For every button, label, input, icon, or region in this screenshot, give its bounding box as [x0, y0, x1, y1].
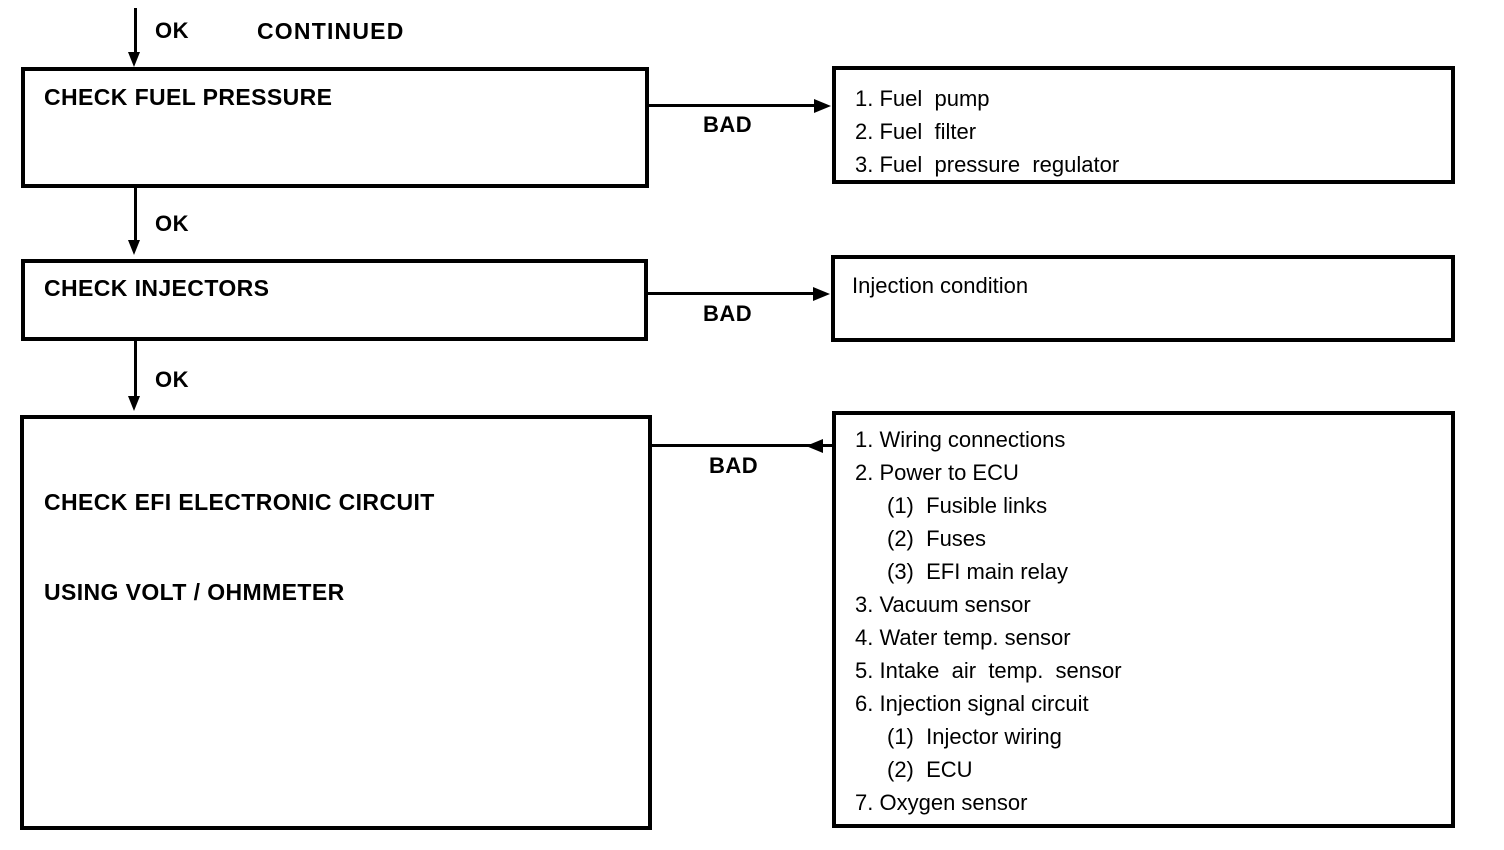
bad-edge-label-1: BAD: [703, 112, 753, 137]
list-item-label: Fuses: [926, 526, 987, 551]
list-item-number: 6.: [855, 691, 874, 716]
list-item: 1. Fuel pump: [855, 82, 1119, 115]
list-item-label: Fuel filter: [879, 119, 977, 144]
list-item-number: 7.: [855, 790, 874, 815]
ok-arrowhead-icon-2: [128, 396, 140, 411]
step-title-check-injectors: CHECK INJECTORS: [44, 275, 270, 301]
step-title-check-efi-electronic-circuit: CHECK EFI ELECTRONIC CIRCUIT USING VOLT …: [44, 427, 435, 667]
cause-list-check-efi-electronic-circuit: 1. Wiring connections 2. Power to ECU (1…: [855, 423, 1122, 819]
list-item: Injection condition: [852, 269, 1028, 302]
list-item: (1) Fusible links: [855, 489, 1122, 522]
list-item-label: Injection signal circuit: [879, 691, 1089, 716]
list-item: 2. Power to ECU: [855, 456, 1122, 489]
list-item: 2. Fuel filter: [855, 115, 1119, 148]
list-item: (2) Fuses: [855, 522, 1122, 555]
list-item: 4. Water temp. sensor: [855, 621, 1122, 654]
list-item-number: 4.: [855, 625, 874, 650]
bad-connector-line-1: [649, 104, 819, 107]
list-item: (3) EFI main relay: [855, 555, 1122, 588]
cause-list-check-fuel-pressure: 1. Fuel pump 2. Fuel filter 3. Fuel pres…: [855, 82, 1119, 181]
bad-arrowhead-icon-2: [813, 287, 830, 301]
list-item: 3. Vacuum sensor: [855, 588, 1122, 621]
list-item-label: Fuel pressure regulator: [879, 152, 1120, 177]
ok-edge-label-2: OK: [155, 367, 189, 392]
list-item-label: Wiring connections: [879, 427, 1066, 452]
list-item: 5. Intake air temp. sensor: [855, 654, 1122, 687]
cause-list-check-injectors: Injection condition: [852, 269, 1028, 302]
list-item-number: 2.: [855, 119, 874, 144]
list-item-number: 2.: [855, 460, 874, 485]
entry-connector-line: [134, 8, 137, 54]
list-item-label: Injection condition: [852, 273, 1029, 298]
cause-box-check-fuel-pressure[interactable]: [832, 66, 1455, 184]
list-item: (2) ECU: [855, 753, 1122, 786]
list-item-label: Fusible links: [926, 493, 1048, 518]
list-item-label: Oxygen sensor: [879, 790, 1028, 815]
list-item-number: 1.: [855, 86, 874, 111]
list-item-label: Vacuum sensor: [879, 592, 1031, 617]
bad-edge-label-2: BAD: [703, 301, 753, 326]
list-item-label: Power to ECU: [879, 460, 1019, 485]
ok-edge-label-1: OK: [155, 211, 189, 236]
ok-connector-line-1: [134, 188, 137, 241]
list-item-label: Water temp. sensor: [879, 625, 1071, 650]
step-title-line-2: USING VOLT / OHMMETER: [44, 579, 345, 605]
cause-box-check-efi-electronic-circuit[interactable]: [832, 411, 1455, 828]
bad-edge-label-3: BAD: [709, 453, 759, 478]
list-item-number: 1.: [855, 427, 874, 452]
list-item-number: (3): [887, 559, 914, 584]
list-item: 7. Oxygen sensor: [855, 786, 1122, 819]
list-item-label: ECU: [926, 757, 973, 782]
ok-connector-line-2: [134, 341, 137, 397]
list-item: 6. Injection signal circuit: [855, 687, 1122, 720]
step-box-check-injectors[interactable]: [21, 259, 648, 341]
continued-note: CONTINUED: [257, 18, 405, 44]
list-item-number: (2): [887, 757, 914, 782]
entry-arrowhead-icon: [128, 52, 140, 67]
entry-edge-label-ok: OK: [155, 18, 189, 43]
cause-box-check-injectors[interactable]: [831, 255, 1455, 342]
list-item: 1. Wiring connections: [855, 423, 1122, 456]
list-item-number: (1): [887, 724, 914, 749]
list-item-number: 5.: [855, 658, 874, 683]
list-item-number: 3.: [855, 592, 874, 617]
list-item-number: (1): [887, 493, 914, 518]
step-title-check-fuel-pressure: CHECK FUEL PRESSURE: [44, 84, 333, 110]
step-title-line-1: CHECK EFI ELECTRONIC CIRCUIT: [44, 489, 435, 515]
list-item-label: Injector wiring: [926, 724, 1062, 749]
list-item-number: (2): [887, 526, 914, 551]
step-box-check-efi-electronic-circuit[interactable]: [20, 415, 652, 830]
list-item: 3. Fuel pressure regulator: [855, 148, 1119, 181]
list-item-number: 3.: [855, 152, 874, 177]
list-item-label: Intake air temp. sensor: [879, 658, 1122, 683]
ok-arrowhead-icon-1: [128, 240, 140, 255]
list-item-label: Fuel pump: [879, 86, 990, 111]
list-item: (1) Injector wiring: [855, 720, 1122, 753]
list-item-label: EFI main relay: [926, 559, 1068, 584]
step-box-check-fuel-pressure[interactable]: [21, 67, 649, 188]
bad-arrowhead-icon-1: [814, 99, 831, 113]
bad-connector-line-3: [652, 444, 832, 447]
bad-connector-line-2: [648, 292, 818, 295]
bad-arrowhead-icon-3: [806, 439, 823, 453]
